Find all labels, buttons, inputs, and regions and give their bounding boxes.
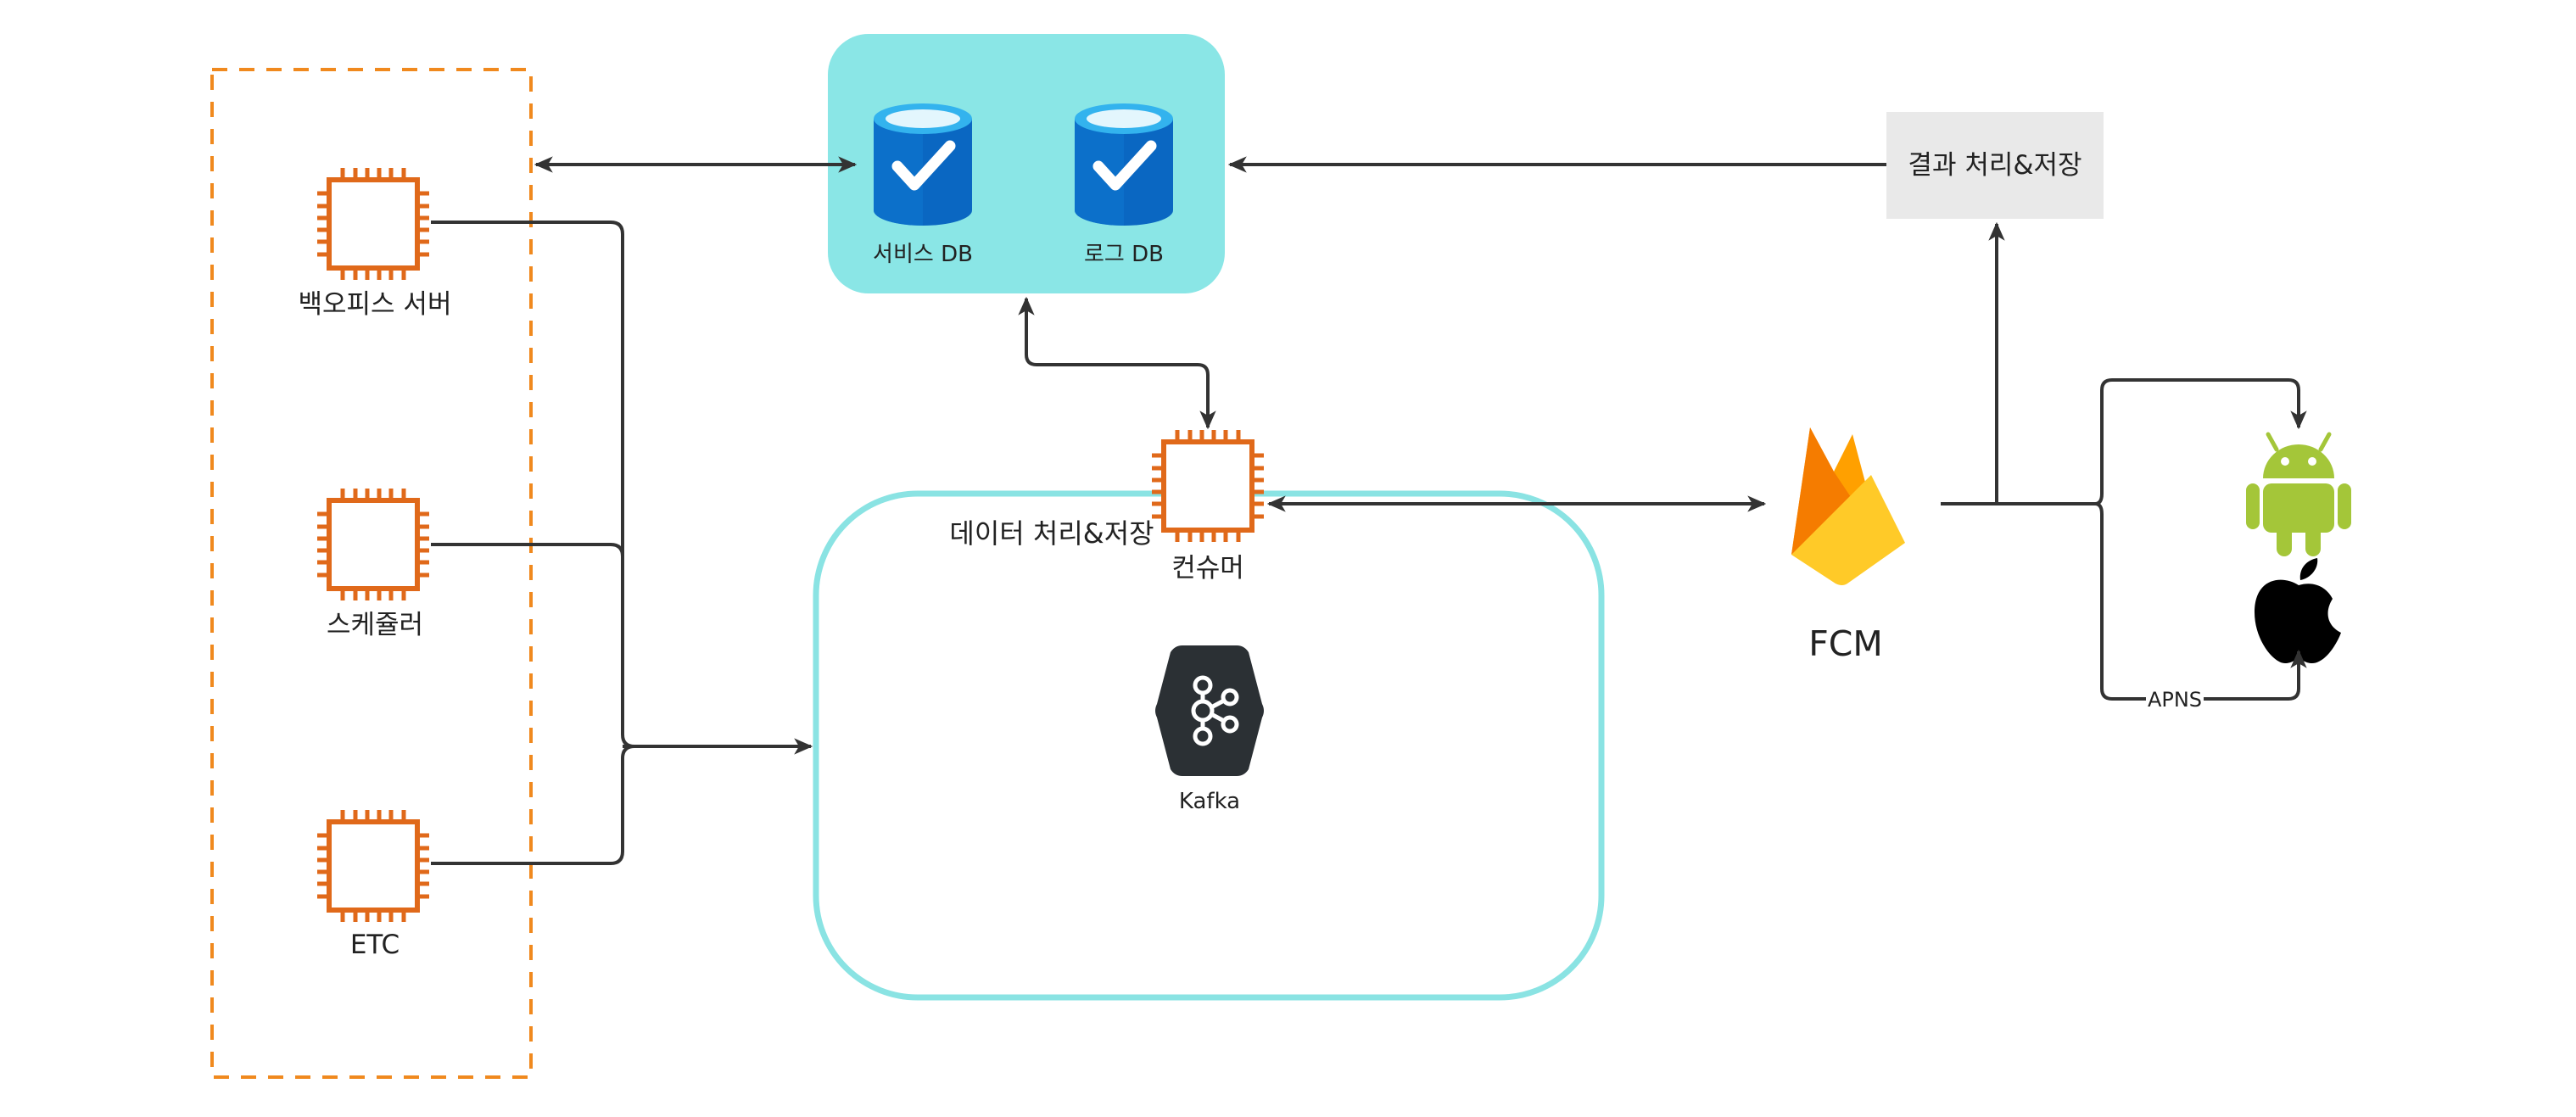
arrow-db-consumer	[1018, 296, 1216, 430]
log-db-icon	[1075, 103, 1173, 226]
backoffice-server-label: 백오피스 서버	[299, 289, 452, 320]
kafka-icon	[1155, 645, 1264, 776]
source-group-dashed-box	[210, 68, 533, 1079]
result-process-box	[1886, 112, 2104, 219]
service-db-label: 서비스 DB	[873, 242, 973, 267]
database-panel	[828, 34, 1225, 293]
etc-chip-icon	[317, 810, 429, 922]
service-db-icon	[874, 103, 972, 226]
scheduler-label: 스케쥴러	[327, 610, 423, 640]
result-process-label: 결과 처리&저장	[1908, 150, 2081, 181]
kafka-label: Kafka	[1179, 789, 1240, 814]
scheduler-chip-icon	[317, 489, 429, 600]
firebase-icon	[1791, 427, 1905, 585]
arrow-to-apple	[2094, 502, 2299, 701]
apple-icon	[2255, 558, 2341, 663]
backoffice-server-chip-icon	[317, 168, 429, 280]
arrow-to-android	[2094, 378, 2307, 505]
apns-label: APNS	[2148, 688, 2202, 712]
etc-label: ETC	[350, 930, 400, 960]
android-icon	[2246, 432, 2351, 556]
connector-scheduler	[431, 543, 624, 734]
processing-group-label: 데이터 처리&저장	[949, 517, 1154, 550]
fcm-label: FCM	[1808, 623, 1883, 664]
consumer-label: 컨슈머	[1171, 553, 1244, 584]
log-db-label: 로그 DB	[1084, 242, 1164, 267]
consumer-chip-icon	[1152, 430, 1264, 542]
